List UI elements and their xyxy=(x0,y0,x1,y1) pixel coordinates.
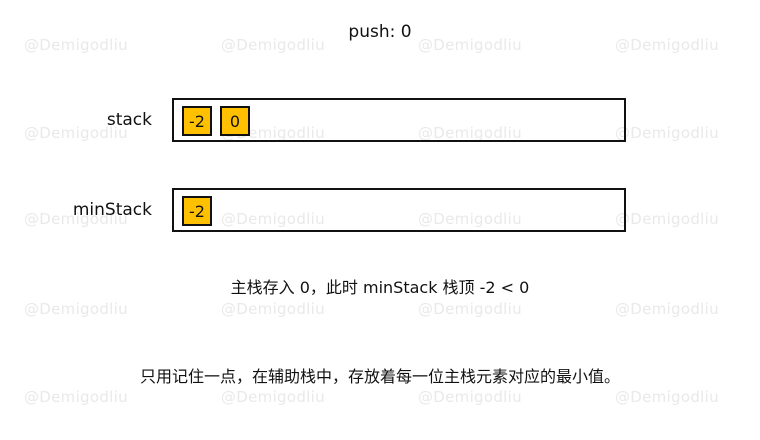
watermark-text: @Demigodliu xyxy=(221,300,325,318)
minstack-cell: -2 xyxy=(182,196,212,226)
stack-cells: -2 0 xyxy=(182,106,250,136)
watermark-text: @Demigodliu xyxy=(615,300,719,318)
stack-label: stack xyxy=(106,110,152,130)
watermark-text: @Demigodliu xyxy=(418,300,522,318)
watermark-text: @Demigodliu xyxy=(418,388,522,406)
minstack-cells: -2 xyxy=(182,196,212,226)
page-title: push: 0 xyxy=(348,22,412,42)
watermark-text: @Demigodliu xyxy=(615,124,719,142)
caption-step: 主栈存入 0，此时 minStack 栈顶 -2 < 0 xyxy=(230,278,530,297)
caption-note: 只用记住一点，在辅助栈中，存放着每一位主栈元素对应的最小值。 xyxy=(139,367,620,386)
stack-cell: 0 xyxy=(220,106,250,136)
watermark-text: @Demigodliu xyxy=(24,300,128,318)
watermark-text: @Demigodliu xyxy=(615,210,719,228)
watermark-text: @Demigodliu xyxy=(615,388,719,406)
stack-cell: -2 xyxy=(182,106,212,136)
watermark-text: @Demigodliu xyxy=(221,388,325,406)
stack-box: -2 0 xyxy=(172,98,626,142)
minstack-box: -2 xyxy=(172,188,626,232)
watermark-text: @Demigodliu xyxy=(24,388,128,406)
minstack-label: minStack xyxy=(72,200,152,220)
